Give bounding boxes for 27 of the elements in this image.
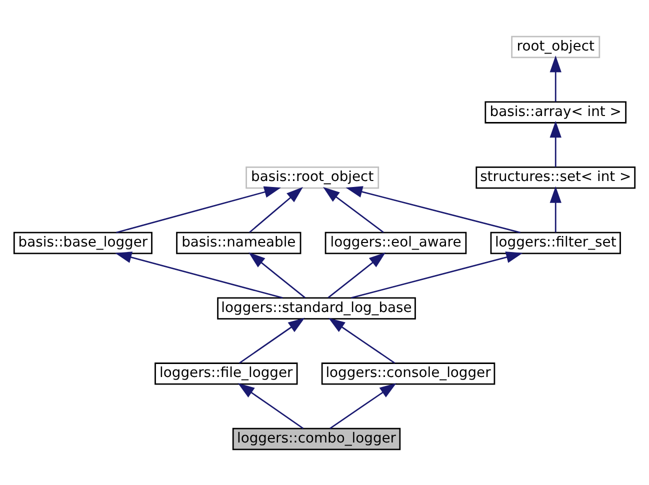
node-box: basis::nameable [176,231,302,254]
arrow [550,55,562,102]
arrow [114,251,283,298]
node-box: loggers::file_logger [154,362,298,384]
arrow [323,186,384,232]
arrow [330,382,396,428]
node-box: loggers::filter_set [490,231,621,254]
arrow [239,317,305,364]
node-box: basis::root_object [246,166,380,188]
arrow [550,120,562,167]
node-box: loggers::console_logger [321,362,496,384]
node-box: loggers::combo_logger [232,427,401,450]
node-box: root_object [511,35,600,58]
node-box: loggers::eol_aware [324,231,467,254]
node-box: basis::base_logger [13,231,152,254]
arrow [328,252,386,298]
arrow [249,186,304,232]
arrow [351,251,523,298]
node-box: structures::set< int > [476,166,636,188]
node-box: loggers::standard_log_base [217,296,416,319]
arrow [346,186,520,233]
arrow [238,382,304,428]
arrow [550,186,562,232]
arrow [248,252,306,298]
arrow [328,317,396,364]
arrow [116,186,281,233]
node-box: basis::array< int > [484,100,627,123]
